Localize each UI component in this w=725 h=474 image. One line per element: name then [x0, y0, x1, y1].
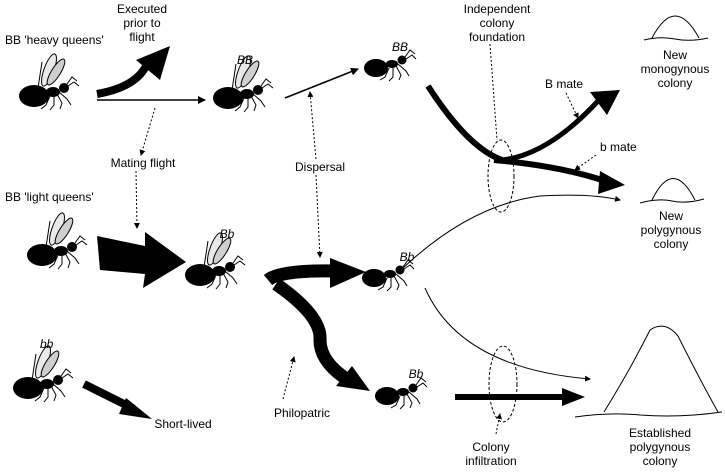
colony-infiltration-line-2: infiltration	[465, 454, 516, 468]
new-polygynous-line-2: polygynous	[641, 223, 702, 237]
heavy-queen-ant-icon	[18, 51, 80, 111]
infiltration-dashed-ellipse	[488, 345, 518, 423]
foundation-leader-line	[489, 43, 498, 141]
bb-philopatric-genotype-label: Bb	[409, 367, 424, 381]
established-line-2: polygynous	[630, 440, 691, 454]
established-line-1: Established	[629, 426, 691, 440]
bb-mid-genotype-label: BB	[237, 53, 253, 67]
bb-dispersed-genotype-label: Bb	[400, 250, 415, 264]
independent-line-3: foundation	[469, 30, 525, 44]
mating-flight-label: Mating flight	[111, 156, 176, 170]
bb-light-mid-ant-icon	[184, 230, 246, 290]
new-monogynous-colony-mound	[643, 15, 709, 41]
established-colony-mound	[574, 325, 723, 418]
philopatric-label: Philopatric	[274, 406, 330, 420]
bb-to-established-thin-arrow	[424, 287, 591, 382]
foundation-dashed-ellipse	[487, 139, 515, 213]
independent-line-1: Independent	[464, 2, 531, 16]
philopatric-leader	[282, 356, 296, 400]
new-polygynous-line-3: colony	[654, 237, 689, 251]
executed-line-3: flight	[129, 30, 155, 44]
light-queens-label: BB 'light queens'	[5, 190, 94, 204]
established-line-3: colony	[643, 454, 678, 468]
independent-line-2: colony	[480, 16, 515, 30]
bb-right-genotype-label: BB	[392, 40, 408, 54]
bb-light-mid-genotype-label: Bb	[220, 227, 235, 241]
dispersal-down-leader	[315, 174, 323, 258]
light-queen-ant-icon	[26, 210, 88, 270]
bb-queen-right-ant-icon	[363, 49, 417, 82]
mating-flight-down-leader	[133, 170, 140, 229]
executed-line-1: Executed	[117, 2, 167, 16]
dispersal-arrow	[263, 258, 366, 288]
new-monogynous-line-1: New	[663, 48, 687, 62]
light-queen-block-arrow	[97, 232, 186, 288]
colony-infiltration-line-1: Colony	[472, 440, 509, 454]
bb-to-new-poly-thin-arrow	[402, 194, 621, 269]
b-mate-lower-leader	[574, 154, 597, 171]
b-mate-lower-label: b mate	[600, 140, 637, 154]
executed-arrow	[96, 46, 170, 98]
philopatric-arrow	[272, 278, 370, 391]
bb-small-queen-ant-icon	[12, 343, 74, 403]
mid-to-right-arrow	[284, 67, 359, 99]
b-mate-upper-label: B mate	[545, 77, 583, 91]
executed-line-2: prior to	[123, 16, 161, 30]
b-mate-upper-leader	[565, 92, 579, 119]
short-lived-label: Short-lived	[154, 417, 211, 431]
new-polygynous-line-1: New	[659, 209, 683, 223]
new-polygynous-colony-mound	[639, 178, 705, 204]
new-monogynous-line-3: colony	[658, 76, 693, 90]
mating-flight-up-leader	[139, 107, 156, 156]
heavy-queens-label: BB 'heavy queens'	[5, 33, 104, 47]
new-monogynous-line-2: monogynous	[641, 62, 710, 76]
bb-philopatric-ant-icon	[374, 377, 428, 410]
dispersal-label: Dispersal	[295, 160, 345, 174]
infiltration-leader	[495, 413, 502, 435]
dispersal-up-leader	[307, 91, 317, 160]
bb-mating-curves	[425, 84, 625, 194]
infiltration-arrow	[455, 388, 585, 406]
bb-small-genotype-label: bb	[40, 337, 54, 351]
short-lived-arrow	[82, 380, 152, 419]
